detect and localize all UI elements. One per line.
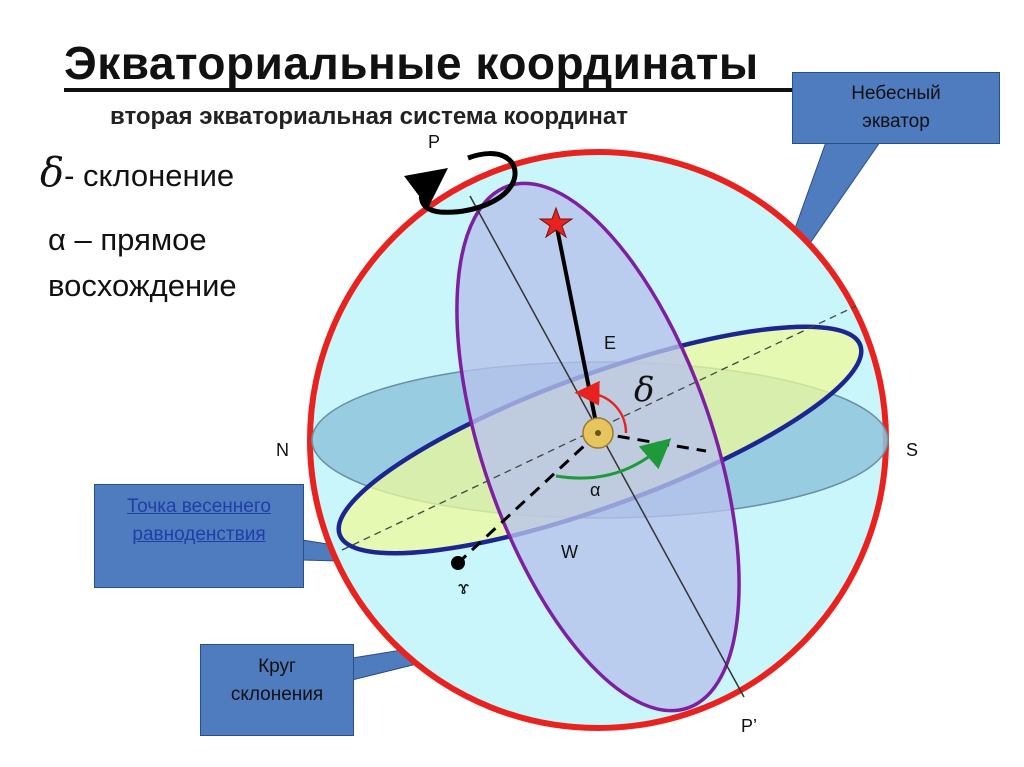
- right-ascension-arc: [555, 438, 672, 480]
- declination-legend: δ- склонение: [40, 150, 234, 196]
- world-axis: [469, 195, 745, 698]
- label-west: W: [561, 542, 578, 562]
- label-vernal-point: ɤ: [458, 578, 469, 598]
- vernal-point-radius: [456, 431, 600, 565]
- celestial-equator-callout-line2: экватор: [862, 111, 930, 132]
- declination-arc: [574, 380, 628, 434]
- star-icon: [538, 206, 574, 239]
- right-ascension-legend-line1: α – прямое: [48, 222, 207, 257]
- label-pole-north: P: [428, 132, 440, 152]
- vernal-equinox-callout[interactable]: Точка весеннего равноденствия: [94, 484, 304, 588]
- equator-diameter: [341, 305, 857, 551]
- rotation-arrow-icon: [403, 151, 518, 215]
- observer-dot: [595, 430, 601, 436]
- declination-circle-callout-line1: Круг: [258, 656, 296, 677]
- label-delta: δ: [634, 370, 654, 410]
- label-south: S: [906, 440, 918, 460]
- right-ascension-legend-line2: восхождение: [48, 268, 237, 303]
- label-pole-south: P’: [741, 716, 757, 736]
- title-underline: [64, 88, 802, 92]
- celestial-equator-callout: Небесный экватор: [792, 72, 1000, 144]
- celestial-equator-callout-line1: Небесный: [851, 83, 941, 104]
- vernal-equinox-point: [451, 556, 465, 570]
- vernal-equinox-link-line2[interactable]: равноденствия: [132, 524, 266, 545]
- label-alpha: α: [590, 480, 600, 500]
- delta-symbol: δ: [40, 150, 65, 196]
- label-north: N: [276, 440, 289, 460]
- hour-circle-radius: [597, 431, 707, 453]
- page-subtitle: вторая экваториальная система координат: [110, 103, 628, 130]
- declination-circle-callout: Круг склонения: [200, 644, 354, 736]
- page-title: Экваториальные координаты: [64, 37, 759, 89]
- label-east: E: [604, 333, 616, 353]
- vernal-equinox-link-line1[interactable]: Точка весеннего: [127, 496, 271, 517]
- declination-circle-callout-line2: склонения: [230, 684, 324, 705]
- delta-legend-text: - склонение: [64, 158, 235, 193]
